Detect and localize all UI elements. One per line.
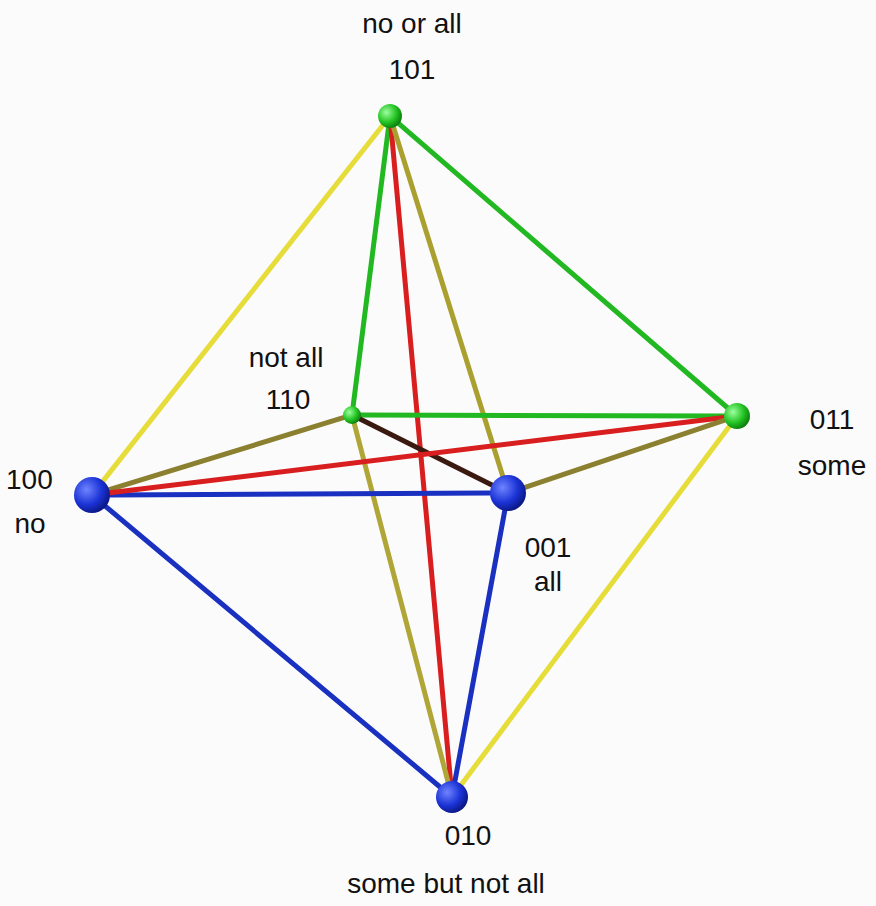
vertex-caption: 110 — [263, 384, 314, 416]
vertex-ball — [490, 475, 526, 511]
vertex-label: 010 — [442, 820, 495, 852]
octahedron-edge — [103, 125, 382, 480]
octahedron-edge — [110, 493, 490, 495]
vertex-ball-shape — [724, 403, 750, 429]
vertex-node: no or all101 — [378, 104, 402, 128]
octahedron-edge — [106, 507, 440, 787]
vertex-ball-shape — [378, 104, 402, 128]
vertex-ball-shape — [436, 781, 468, 813]
vertex-ball-shape — [490, 475, 526, 511]
vertex-ball — [436, 781, 468, 813]
vertex-ball — [724, 403, 750, 429]
vertex-ball — [74, 477, 110, 513]
octahedron-edge — [462, 426, 730, 784]
vertex-node: 011some — [724, 403, 750, 429]
vertex-label: 001 — [522, 532, 575, 564]
vertex-caption: some — [795, 450, 869, 482]
vertex-ball-shape — [74, 477, 110, 513]
vertex-label: 100 — [3, 464, 56, 496]
vertex-caption: no — [11, 508, 48, 540]
vertex-ball-shape — [343, 406, 361, 424]
vertex-ball — [343, 406, 361, 424]
vertex-node: not all110 — [343, 406, 361, 424]
vertex-caption: all — [531, 566, 565, 598]
octahedron-edge — [361, 413, 724, 419]
octahedron-edge — [525, 420, 725, 487]
vertex-node: 001all — [490, 475, 526, 511]
vertex-label: 011 — [807, 404, 858, 436]
octahedron-edge — [353, 128, 388, 406]
vertex-label: no or all — [359, 8, 465, 40]
vertex-caption: 101 — [386, 54, 439, 86]
octahedron-edge — [394, 127, 503, 475]
octahedron-edge — [399, 124, 727, 408]
vertex-ball — [378, 104, 402, 128]
octahedron-edge — [455, 511, 505, 782]
vertex-node: 010some but not all — [436, 781, 468, 813]
vertex-label: not all — [246, 342, 327, 374]
vertex-node: 100no — [74, 477, 110, 513]
octahedron-edge — [110, 418, 724, 493]
vertex-caption: some but not all — [344, 868, 548, 900]
